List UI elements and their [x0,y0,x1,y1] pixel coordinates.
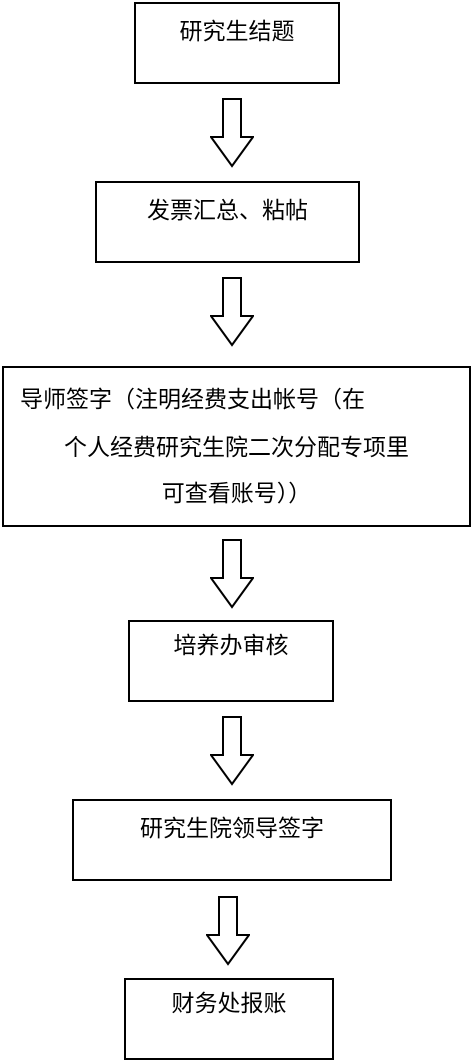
step-box-supervisor-signature: 导师签字（注明经费支出帐号（在 个人经费研究生院二次分配专项里 可查看账号）） [2,366,471,527]
step-label: 财务处报账 [171,991,287,1017]
step-label-line-1: 导师签字（注明经费支出帐号（在 [20,387,365,413]
step-label: 研究生院领导签字 [140,816,324,842]
down-arrow-icon [210,539,254,609]
down-arrow-icon [210,98,254,168]
step-label: 研究生结题 [179,19,295,45]
down-arrow-icon [210,277,254,347]
down-arrow-icon [210,716,254,786]
down-arrow-icon [206,896,250,966]
step-box-finance-reimbursement: 财务处报账 [124,978,334,1060]
step-box-invoice-summary: 发票汇总、粘帖 [95,181,360,263]
step-label-line-3: 可查看账号）） [161,481,312,507]
step-box-graduation: 研究生结题 [134,2,340,84]
step-label: 发票汇总、粘帖 [147,198,308,224]
step-box-graduate-school-leader-signature: 研究生院领导签字 [72,799,392,881]
step-label: 培养办审核 [173,633,289,659]
step-box-training-office-review: 培养办审核 [128,620,334,702]
step-label-line-2: 个人经费研究生院二次分配专项里 [64,435,409,461]
